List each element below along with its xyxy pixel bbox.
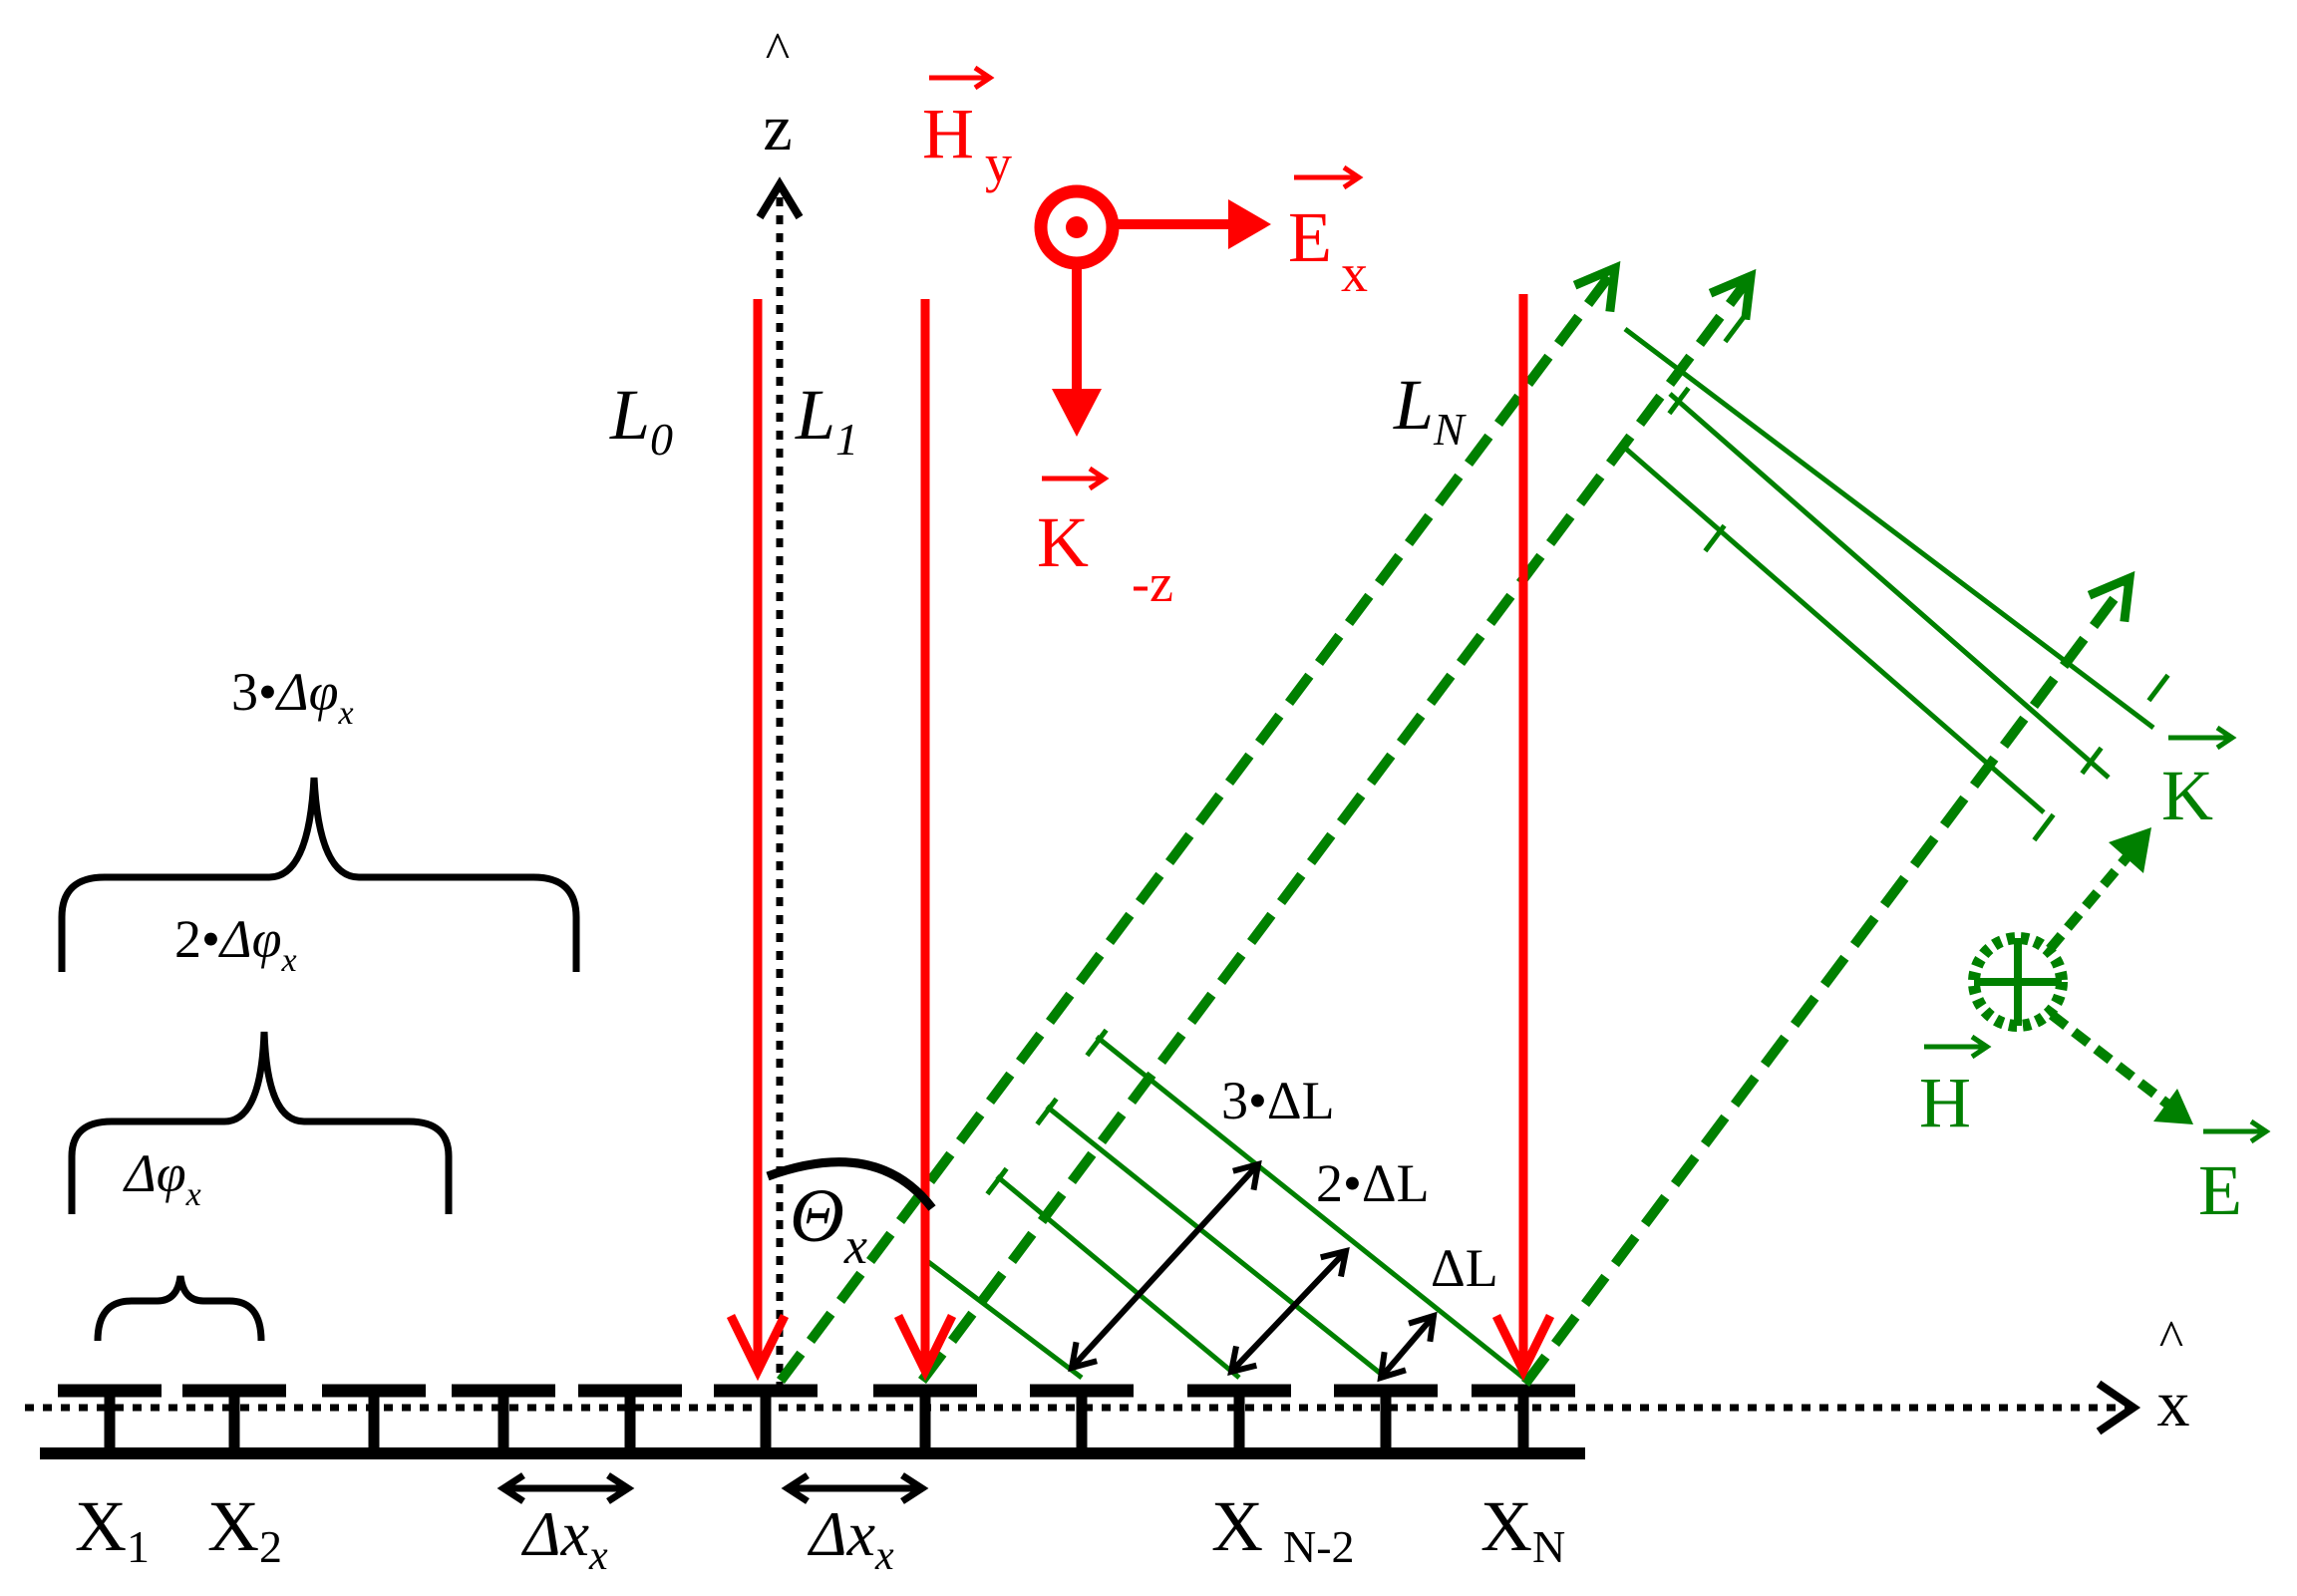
path-diff-arrow-1 xyxy=(1069,1161,1261,1371)
path-diff-arrow-2 xyxy=(1228,1248,1349,1375)
incident-ray-L1 xyxy=(893,299,957,1382)
phase-label-3: 3•Δφx xyxy=(231,662,354,732)
path-diff-arrow-3 xyxy=(1378,1314,1437,1380)
x-axis xyxy=(25,1380,2141,1436)
incident-ray-L0 xyxy=(726,299,790,1382)
svg-text:y: y xyxy=(985,134,1012,193)
element-label-x2: X2 xyxy=(207,1486,282,1572)
path-diff-arrowhead-3-2 xyxy=(1408,1311,1438,1343)
wavefront-tick-3 xyxy=(1703,523,1727,553)
x-axis-label: x xyxy=(2157,1368,2190,1440)
phase-brace-1 xyxy=(94,1275,265,1342)
wavefront-line-2 xyxy=(995,1174,1241,1380)
path-diff-arrowhead-2-2 xyxy=(1319,1246,1350,1278)
svg-text:-z: -z xyxy=(1132,553,1173,613)
path-difference-arrows xyxy=(1068,1159,1438,1383)
path-diff-label-1: ΔL xyxy=(1431,1238,1498,1298)
incident-K-vector-label: K -z xyxy=(1037,466,1173,613)
wavefront-tick-low-3 xyxy=(985,1166,1009,1196)
path-diff-label-2: 2•ΔL xyxy=(1316,1153,1430,1213)
svg-text:E: E xyxy=(2198,1150,2242,1230)
wavefront-tick-6 xyxy=(2032,812,2056,842)
scattered-field-triad xyxy=(1968,827,2193,1124)
svg-text:K: K xyxy=(2161,756,2213,835)
wavefront-tick-4 xyxy=(2146,673,2170,703)
path-diff-arrowhead-1-2 xyxy=(1232,1159,1262,1191)
path-diff-label-3: 3•ΔL xyxy=(1221,1071,1335,1130)
scattered-E-vector-label: E xyxy=(2198,1118,2271,1230)
svg-text:x: x xyxy=(1341,243,1368,303)
ray-label-L0: L0 xyxy=(609,375,673,465)
path-diff-arrowhead-2-1 xyxy=(1227,1345,1258,1377)
scattered-ray-3 xyxy=(1521,575,2133,1387)
ray-label-L1: L1 xyxy=(795,375,858,465)
z-axis-label: z xyxy=(763,92,792,164)
wavefront-line-4 xyxy=(1095,1035,1525,1380)
svg-text:H: H xyxy=(922,94,974,173)
wavefront-tick-1 xyxy=(1723,314,1747,344)
wavefront-tick-low-1 xyxy=(1085,1028,1109,1058)
scattered-K-vector-label: K xyxy=(2161,725,2237,835)
phase-label-2: 2•Δφx xyxy=(174,909,297,979)
incident-E-vector-label: E x xyxy=(1288,164,1368,303)
spacing-arrow-2 xyxy=(781,1472,929,1504)
wavefront-line-3 xyxy=(1045,1105,1388,1380)
scattered-wavefronts xyxy=(777,260,2170,1387)
spacing-label-2: Δxx xyxy=(807,1498,894,1579)
z-axis-hat: ^ xyxy=(766,23,790,80)
wavefront-tick-low-2 xyxy=(1035,1097,1059,1126)
scattered-ray-arrow-2 xyxy=(1708,268,1757,321)
scattered-ray-arrow-1 xyxy=(1572,260,1621,313)
element-label-xn: XN xyxy=(1480,1486,1565,1572)
svg-text:E: E xyxy=(1288,197,1332,277)
svg-text:K: K xyxy=(1037,502,1089,582)
array-elements xyxy=(58,1384,1575,1453)
scattered-ray-1 xyxy=(777,265,1619,1384)
angle-arc xyxy=(766,1157,936,1211)
wavefront-line-5 xyxy=(1623,327,2155,730)
element-label-x1: X1 xyxy=(75,1486,150,1572)
wavefront-line-7 xyxy=(1618,442,2046,814)
wavefront-tick-2 xyxy=(1667,386,1691,416)
spacing-label-1: Δxx xyxy=(520,1498,608,1579)
phase-brace-3 xyxy=(58,777,580,972)
path-diff-arrowhead-3-1 xyxy=(1377,1351,1407,1383)
wavefront-line-6 xyxy=(1668,392,2111,780)
angle-label: Θx xyxy=(790,1174,867,1275)
scattered-H-vector-label: H xyxy=(1919,1034,1992,1142)
wavefront-line-1 xyxy=(925,1259,1084,1380)
z-axis xyxy=(756,176,804,1391)
x-axis-hat: ^ xyxy=(2159,1311,2183,1368)
incident-H-vector-label: H y xyxy=(922,65,1012,193)
spacing-arrow-1 xyxy=(496,1472,635,1504)
incident-ray-LN xyxy=(1491,294,1555,1382)
incident-field-triad xyxy=(1034,184,1271,437)
ray-label-LN: LN xyxy=(1393,365,1467,455)
scattered-ray-arrow-3 xyxy=(2087,570,2135,623)
wavefront-tick-5 xyxy=(2080,746,2104,776)
scattered-ray-2 xyxy=(918,273,1755,1384)
phase-label-1: Δφx xyxy=(123,1143,201,1213)
path-diff-arrowhead-1-1 xyxy=(1068,1341,1098,1373)
phase-brace-2 xyxy=(68,1031,453,1214)
svg-text:H: H xyxy=(1919,1063,1971,1142)
